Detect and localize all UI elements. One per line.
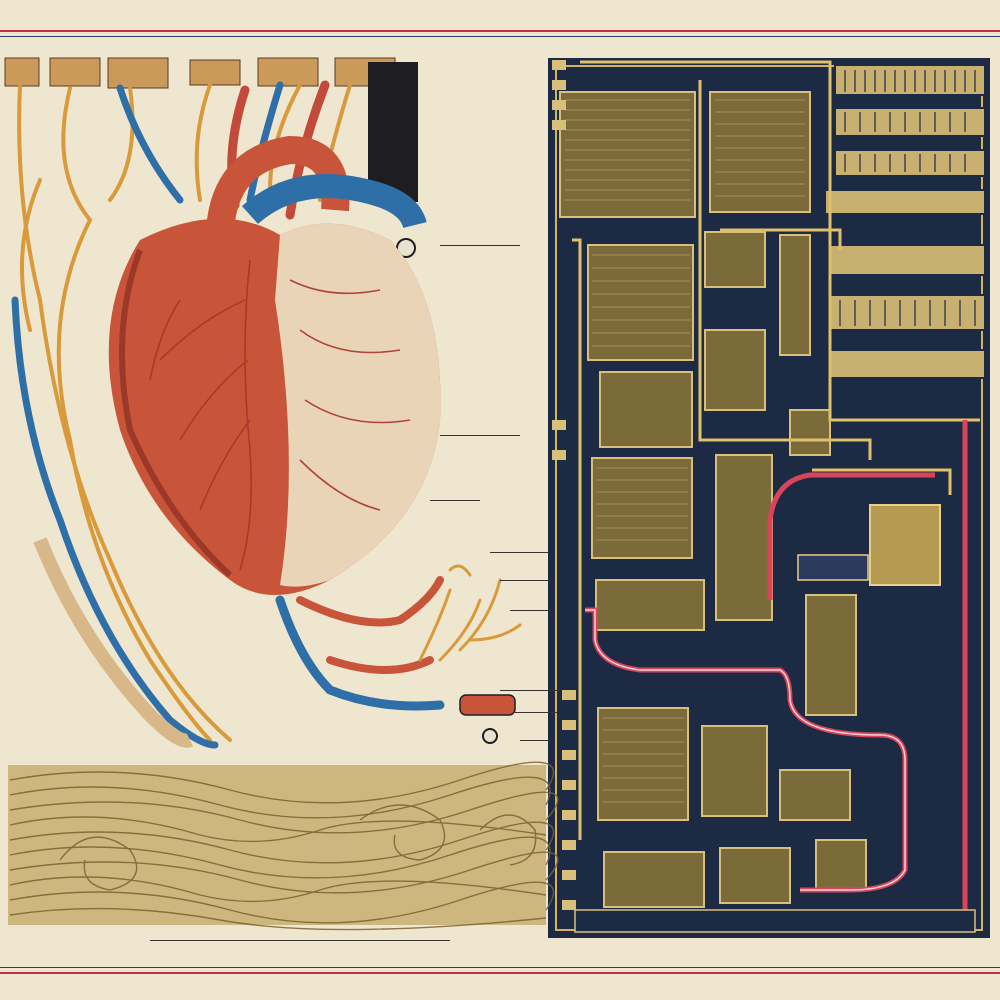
leader-line — [430, 500, 480, 501]
bottom-border — [0, 972, 1000, 974]
leader-line — [490, 552, 548, 553]
circuit-board — [548, 58, 990, 938]
leader-line — [520, 740, 550, 741]
leader-line — [500, 690, 560, 691]
leader-line — [510, 610, 550, 611]
top-border — [0, 30, 1000, 32]
muscle-fiber-panel — [8, 761, 559, 931]
heart-illustration — [4, 57, 522, 749]
leader-line — [150, 940, 450, 941]
leader-line — [440, 245, 520, 246]
bottom-border-inner — [0, 967, 1000, 968]
leader-line — [515, 712, 557, 713]
leader-line — [440, 435, 520, 436]
top-border-inner — [0, 36, 1000, 37]
leader-line — [500, 580, 550, 581]
